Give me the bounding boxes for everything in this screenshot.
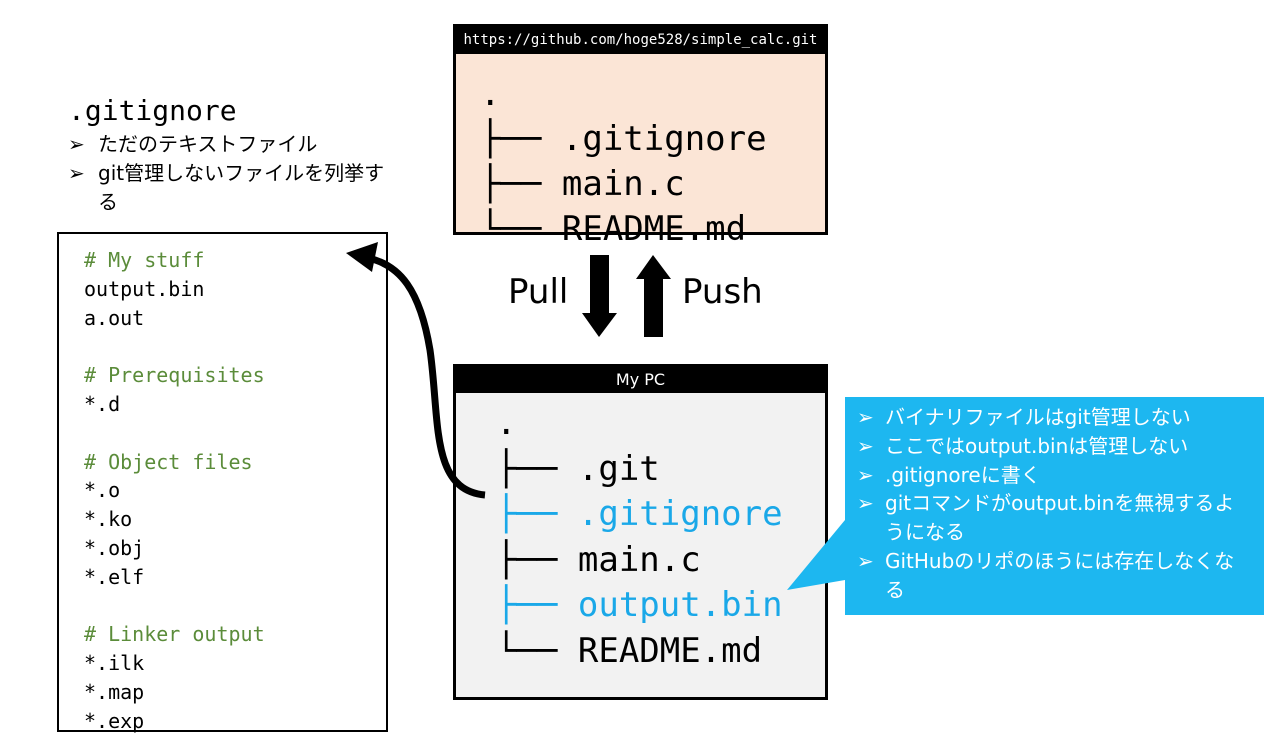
arrow-bullet-icon: ➢ bbox=[857, 405, 874, 429]
pattern-line: *.d bbox=[84, 391, 121, 416]
arrow-bullet-icon: ➢ bbox=[857, 462, 874, 487]
pattern-line: *.o bbox=[84, 478, 121, 503]
comment-line: # Linker output bbox=[84, 622, 265, 647]
push-up-arrow-icon bbox=[636, 255, 671, 337]
local-pc-box: My PC . ├── .git ├── .gitignore ├── main.c ├… bbox=[453, 364, 828, 700]
callout-bullet: ➢ここではoutput.binは管理しない bbox=[857, 432, 1247, 461]
tree-root: . bbox=[480, 74, 501, 114]
pattern-line: *.ilk bbox=[84, 651, 145, 676]
callout-pointer bbox=[787, 520, 845, 590]
callout-bullet: ➢gitコマンドがoutput.binを無視するようになる bbox=[857, 489, 1247, 547]
pattern-line: *.elf bbox=[84, 564, 145, 589]
bullet-item: ➢ただのテキストファイル bbox=[68, 130, 388, 159]
arrow-bullet-icon: ➢ bbox=[857, 433, 874, 458]
pattern-line: *.ko bbox=[84, 507, 133, 532]
pattern-line: a.out bbox=[84, 305, 145, 330]
pull-down-arrow-icon bbox=[582, 255, 617, 337]
arrow-bullet-icon: ➢ bbox=[68, 161, 85, 185]
tree-item: ├── .git bbox=[496, 448, 660, 489]
comment-line: # Object files bbox=[84, 449, 253, 474]
curved-arrow-path bbox=[367, 254, 486, 499]
remote-repo-url: https://github.com/hoge528/simple_calc.g… bbox=[456, 27, 825, 54]
tree-item: └── README.md bbox=[496, 630, 763, 671]
local-file-tree: . ├── .git ├── .gitignore ├── main.c ├── out… bbox=[456, 393, 825, 674]
callout-bullet: ➢GitHubのリポのほうには存在しなくなる bbox=[857, 547, 1247, 605]
tree-item: ├── .gitignore bbox=[480, 119, 767, 159]
tree-item: ├── main.c bbox=[480, 164, 685, 204]
comment-line: # Prerequisites bbox=[84, 363, 265, 388]
pull-push-arrows bbox=[582, 255, 671, 337]
callout-bullet: ➢.gitignoreに書く bbox=[857, 461, 1247, 490]
remote-repo-box: https://github.com/hoge528/simple_calc.g… bbox=[453, 24, 828, 249]
push-label: Push bbox=[682, 272, 763, 312]
remote-file-tree: . ├── .gitignore ├── main.c └── README.md bbox=[456, 54, 825, 252]
pattern-line: output.bin bbox=[84, 276, 205, 301]
arrow-head-icon bbox=[346, 242, 378, 272]
bullet-item: ➢git管理しないファイルを列挙する bbox=[68, 159, 388, 217]
comment-line: # My stuff bbox=[84, 248, 205, 272]
gitignore-file-content: # My stuff output.bin a.out # Prerequisite… bbox=[57, 232, 388, 733]
gitignore-title: .gitignore bbox=[68, 94, 237, 127]
tree-item: ├── output.bin bbox=[496, 585, 783, 625]
ignore-arrow bbox=[346, 242, 845, 590]
pull-label: Pull bbox=[508, 272, 569, 312]
pattern-line: *.obj bbox=[84, 535, 145, 560]
tree-item: └── README.md bbox=[480, 209, 747, 249]
arrow-bullet-icon: ➢ bbox=[68, 132, 85, 156]
pattern-line: *.map bbox=[84, 679, 145, 704]
callout-bullet: ➢バイナリファイルはgit管理しない bbox=[857, 403, 1247, 432]
gitignore-bullets: ➢ただのテキストファイル ➢git管理しないファイルを列挙する bbox=[68, 130, 388, 217]
tree-root: . bbox=[496, 403, 517, 443]
tree-item: ├── .gitignore bbox=[496, 494, 783, 534]
arrow-bullet-icon: ➢ bbox=[857, 548, 874, 573]
local-pc-header: My PC bbox=[456, 367, 825, 393]
tree-item: ├── main.c bbox=[496, 539, 701, 580]
arrow-bullet-icon: ➢ bbox=[857, 491, 874, 516]
callout-note: ➢バイナリファイルはgit管理しない➢ここではoutput.binは管理しない➢… bbox=[845, 397, 1264, 615]
